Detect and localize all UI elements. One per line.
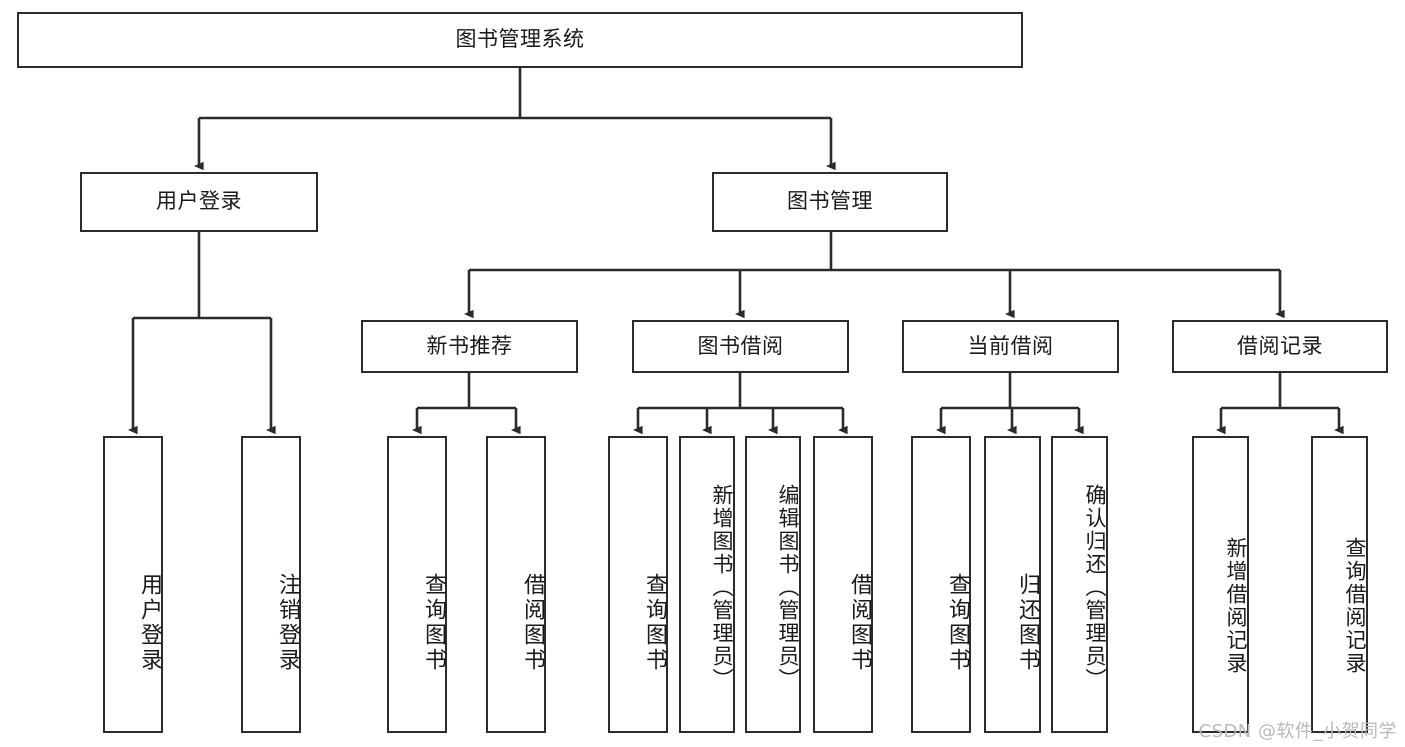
node-book-borrow[interactable]: 图书借阅 <box>632 320 849 373</box>
node-book-borrow-label: 图书借阅 <box>697 333 784 358</box>
node-leaf-logout[interactable]: 注销登录 <box>241 436 301 733</box>
node-new-book-recommend[interactable]: 新书推荐 <box>361 320 578 373</box>
node-root-label: 图书管理系统 <box>455 27 585 52</box>
node-leaf-borrow-books-borrow[interactable]: 借阅图书 <box>813 436 873 733</box>
node-leaf-add-book-admin-label: 新增图书（管理员） <box>710 484 734 691</box>
node-leaf-query-books-borrow[interactable]: 查询图书 <box>608 436 668 733</box>
node-user-login-label: 用户登录 <box>156 189 242 214</box>
node-leaf-borrow-books-recommend-label: 借阅图书 <box>520 572 545 673</box>
node-root[interactable]: 图书管理系统 <box>17 12 1023 68</box>
node-borrow-records-label: 借阅记录 <box>1237 333 1323 358</box>
node-leaf-add-borrow-record[interactable]: 新增借阅记录 <box>1192 436 1249 733</box>
node-leaf-borrow-books-borrow-label: 借阅图书 <box>847 572 872 673</box>
node-leaf-return-books-label: 归还图书 <box>1015 572 1040 673</box>
node-leaf-query-borrow-record-label: 查询借阅记录 <box>1343 536 1367 675</box>
node-leaf-logout-label: 注销登录 <box>275 572 300 673</box>
node-book-management[interactable]: 图书管理 <box>712 172 948 232</box>
node-current-borrow[interactable]: 当前借阅 <box>902 320 1119 373</box>
node-leaf-query-books-current-label: 查询图书 <box>945 572 970 673</box>
node-leaf-user-login[interactable]: 用户登录 <box>103 436 163 733</box>
node-leaf-edit-book-admin[interactable]: 编辑图书（管理员） <box>745 436 801 733</box>
node-new-book-recommend-label: 新书推荐 <box>426 333 513 358</box>
node-leaf-query-borrow-record[interactable]: 查询借阅记录 <box>1311 436 1368 733</box>
node-user-login[interactable]: 用户登录 <box>80 172 318 232</box>
node-leaf-user-login-label: 用户登录 <box>137 572 162 673</box>
node-leaf-borrow-books-recommend[interactable]: 借阅图书 <box>486 436 546 733</box>
node-leaf-query-books-recommend-label: 查询图书 <box>421 572 446 673</box>
node-leaf-edit-book-admin-label: 编辑图书（管理员） <box>776 484 800 691</box>
node-leaf-query-books-current[interactable]: 查询图书 <box>911 436 971 733</box>
node-leaf-confirm-return-admin[interactable]: 确认归还（管理员） <box>1051 436 1108 733</box>
node-leaf-confirm-return-admin-label: 确认归还（管理员） <box>1083 484 1107 691</box>
node-book-management-label: 图书管理 <box>787 189 873 214</box>
node-borrow-records[interactable]: 借阅记录 <box>1172 320 1388 373</box>
node-leaf-query-books-borrow-label: 查询图书 <box>642 572 667 673</box>
node-current-borrow-label: 当前借阅 <box>967 333 1054 358</box>
node-leaf-return-books[interactable]: 归还图书 <box>984 436 1041 733</box>
node-leaf-add-borrow-record-label: 新增借阅记录 <box>1224 536 1248 675</box>
node-leaf-add-book-admin[interactable]: 新增图书（管理员） <box>679 436 735 733</box>
csdn-watermark: CSDN @软件_小贺同学 <box>1198 721 1397 742</box>
node-leaf-query-books-recommend[interactable]: 查询图书 <box>387 436 447 733</box>
